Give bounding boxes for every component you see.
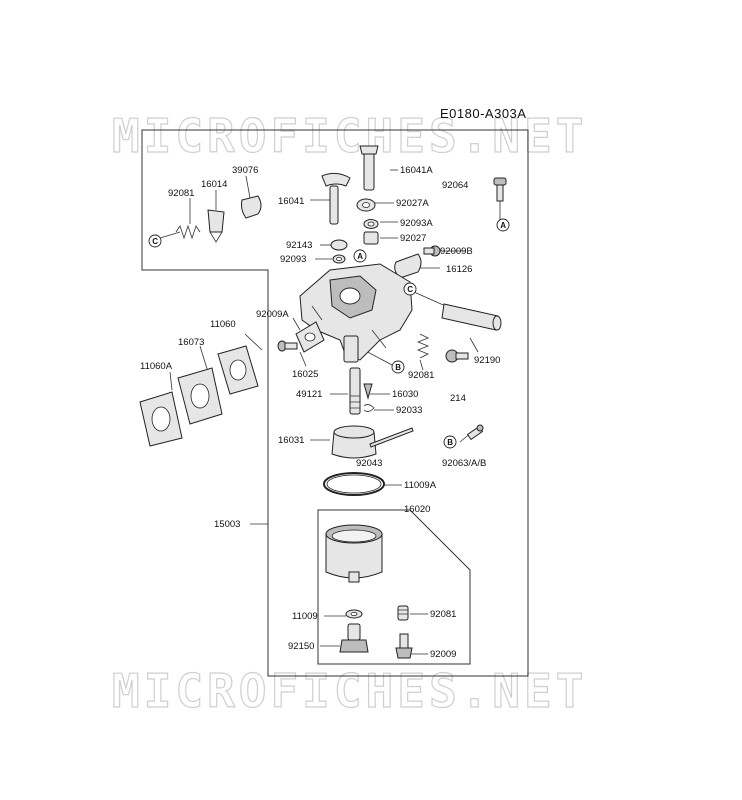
label-92093A: 92093A	[400, 218, 433, 229]
spring-92081-mid	[416, 333, 430, 359]
label-92143: 92143	[286, 240, 312, 251]
svg-text:B: B	[447, 438, 453, 447]
assembly-frame	[141, 129, 529, 677]
seal-92143	[330, 239, 348, 251]
part-labels: 16041A 92064 16041 92027A 92093A 92027 3…	[140, 165, 500, 660]
label-11009: 11009	[292, 611, 318, 622]
float-bowl-16020	[325, 524, 383, 583]
label-16025: 16025	[292, 369, 318, 380]
washer-92093	[332, 254, 346, 264]
label-92033: 92033	[396, 405, 422, 416]
o-ring-11009A	[323, 472, 385, 496]
label-92150: 92150	[288, 641, 314, 652]
label-92027A: 92027A	[396, 198, 429, 209]
screw-92063	[466, 424, 484, 441]
svg-text:C: C	[152, 237, 158, 246]
callout-C-left: C	[148, 234, 162, 248]
diagram-code: E0180-A303A	[440, 106, 526, 121]
spring-92081-bottom	[397, 605, 409, 621]
float-16031	[331, 425, 377, 459]
label-92043: 92043	[356, 458, 382, 469]
label-92093: 92093	[280, 254, 306, 265]
callout-A-right: A	[496, 218, 510, 232]
pin-92043	[369, 427, 414, 448]
label-11060: 11060	[210, 319, 236, 330]
gasket-11060A	[139, 391, 183, 447]
callout-C-mid: C	[403, 282, 417, 296]
label-92063-A-B: 92063/A/B	[442, 458, 486, 469]
part-39076	[241, 195, 262, 219]
label-16126: 16126	[446, 264, 472, 275]
carburetor-body	[299, 263, 413, 363]
label-92027: 92027	[400, 233, 426, 244]
callout-B-right: B	[443, 435, 457, 449]
label-16073: 16073	[178, 337, 204, 348]
needle-16014	[207, 209, 225, 243]
jet-49121	[349, 367, 361, 415]
label-92190: 92190	[474, 355, 500, 366]
label-214: 214	[450, 393, 466, 404]
callout-B-mid: B	[391, 360, 405, 374]
label-16014: 16014	[201, 179, 227, 190]
washer-11009	[345, 609, 363, 619]
svg-text:A: A	[357, 252, 363, 261]
gasket-11060	[217, 345, 259, 395]
svg-text:A: A	[500, 221, 506, 230]
screw-92064	[493, 177, 507, 202]
tube-92190	[441, 303, 502, 331]
label-16020: 16020	[404, 504, 430, 515]
label-15003: 15003	[214, 519, 240, 530]
screw-92009B	[423, 245, 441, 257]
shaft-16041	[321, 172, 351, 225]
callout-A-top: A	[353, 249, 367, 263]
clip-92033	[363, 404, 375, 412]
svg-text:B: B	[395, 363, 401, 372]
spring-92081-top	[175, 224, 201, 240]
label-92009B: 92009B	[440, 246, 473, 257]
screw-92009	[395, 633, 413, 659]
label-92081-mid: 92081	[408, 370, 434, 381]
label-16041A: 16041A	[400, 165, 433, 176]
svg-text:C: C	[407, 285, 413, 294]
washer-92093A	[363, 219, 379, 229]
gasket-16025	[295, 321, 325, 353]
label-16031: 16031	[278, 435, 304, 446]
label-16030: 16030	[392, 389, 418, 400]
float-bowl-subframe	[317, 509, 471, 665]
watermark-top: MICROFICHES.NET	[112, 109, 587, 163]
label-92081-top: 92081	[168, 188, 194, 199]
bolt-92150	[339, 623, 369, 653]
label-92009: 92009	[430, 649, 456, 660]
watermark-bottom: MICROFICHES.NET	[112, 664, 587, 718]
plate-16126	[394, 253, 422, 279]
needle-16030	[363, 383, 373, 400]
label-92009A: 92009A	[256, 309, 289, 320]
seal-92027	[363, 231, 379, 245]
label-92081-bottom: 92081	[430, 609, 456, 620]
screw-214	[445, 349, 469, 363]
label-11060A: 11060A	[140, 361, 173, 372]
seal-92027A	[356, 198, 376, 212]
label-49121: 49121	[296, 389, 322, 400]
label-11009A: 11009A	[404, 480, 437, 491]
insulator-16073	[177, 367, 223, 425]
screw-92009A	[277, 340, 298, 352]
shaft-16041A	[359, 145, 379, 191]
label-16041: 16041	[278, 196, 304, 207]
label-92064: 92064	[442, 180, 468, 191]
label-39076: 39076	[232, 165, 258, 176]
